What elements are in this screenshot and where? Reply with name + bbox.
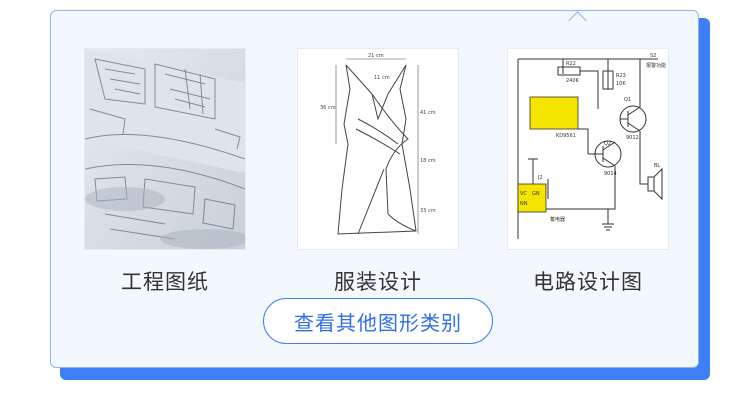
svg-text:18 cm: 18 cm bbox=[420, 158, 436, 164]
circuit-diagram-image: R22 240K R23 10K S2 报警功能 Q1 9012 KD9561 … bbox=[508, 49, 668, 249]
category-label: 电路设计图 bbox=[533, 270, 643, 294]
svg-text:9012: 9012 bbox=[626, 135, 639, 141]
category-label: 工程图纸 bbox=[121, 270, 209, 294]
svg-text:Q1: Q1 bbox=[624, 97, 631, 103]
svg-text:VC: VC bbox=[520, 191, 527, 197]
svg-text:21 cm: 21 cm bbox=[368, 53, 384, 59]
svg-text:BL: BL bbox=[654, 163, 660, 169]
svg-text:报警功能: 报警功能 bbox=[646, 62, 666, 69]
category-label: 服装设计 bbox=[334, 270, 422, 294]
svg-text:36 cm: 36 cm bbox=[320, 105, 336, 111]
svg-text:Q2: Q2 bbox=[604, 141, 611, 147]
svg-text:GN: GN bbox=[532, 191, 540, 197]
svg-text:KD9561: KD9561 bbox=[556, 133, 576, 139]
svg-text:J2: J2 bbox=[537, 175, 543, 181]
category-engineering[interactable]: 工程图纸 bbox=[85, 49, 245, 294]
svg-text:R22: R22 bbox=[566, 61, 576, 67]
svg-text:10K: 10K bbox=[616, 81, 626, 87]
panel-pointer bbox=[568, 11, 587, 30]
svg-text:11 cm: 11 cm bbox=[374, 75, 390, 81]
view-more-categories-button[interactable]: 查看其他图形类别 bbox=[263, 298, 493, 344]
svg-text:NN: NN bbox=[520, 201, 528, 207]
svg-text:R23: R23 bbox=[616, 73, 626, 79]
svg-text:9014: 9014 bbox=[604, 171, 617, 177]
svg-text:41 cm: 41 cm bbox=[420, 110, 436, 116]
blueprint-image bbox=[85, 49, 245, 249]
category-panel: 工程图纸 bbox=[50, 10, 699, 368]
svg-text:蓄电器: 蓄电器 bbox=[550, 216, 565, 223]
svg-text:33 cm: 33 cm bbox=[420, 208, 436, 214]
category-circuit[interactable]: R22 240K R23 10K S2 报警功能 Q1 9012 KD9561 … bbox=[508, 49, 668, 294]
svg-text:240K: 240K bbox=[566, 78, 580, 84]
svg-text:S2: S2 bbox=[650, 53, 656, 59]
dress-sketch-image: 21 cm 11 cm 36 cm 41 cm 18 cm 33 cm bbox=[298, 49, 458, 249]
category-fashion[interactable]: 21 cm 11 cm 36 cm 41 cm 18 cm 33 cm 服装设计 bbox=[298, 49, 458, 294]
